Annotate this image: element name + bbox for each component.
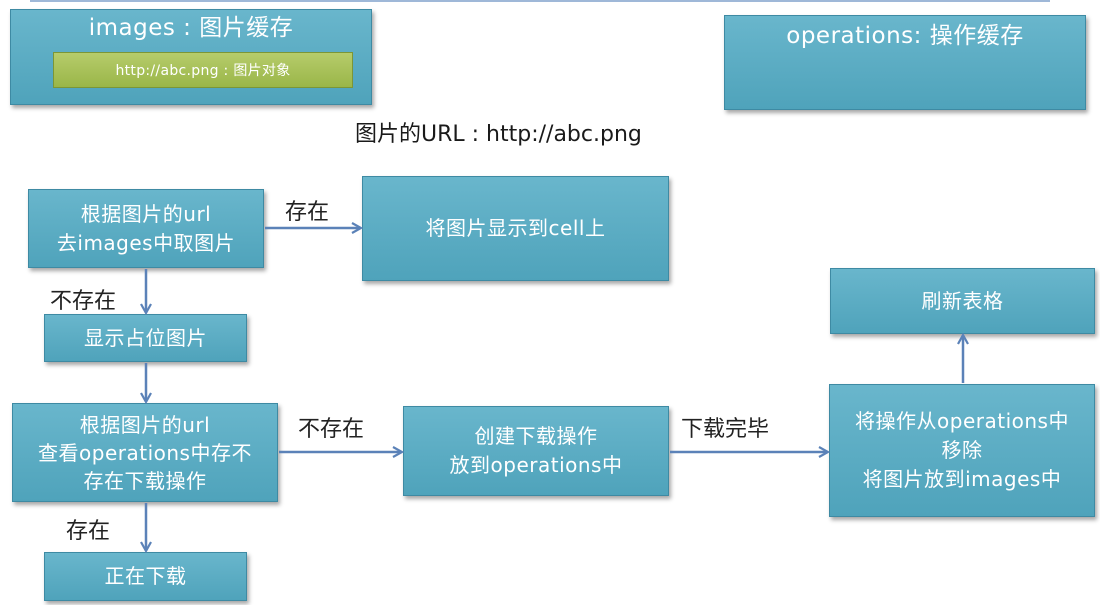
image-object-entry: http://abc.png : 图片对象 xyxy=(53,52,353,88)
top-rule xyxy=(30,0,1050,2)
node-refresh-table: 刷新表格 xyxy=(830,268,1095,334)
operations-cache-box: operations: 操作缓存 xyxy=(724,15,1086,110)
edge-label-download-done: 下载完毕 xyxy=(681,417,770,442)
node-lookup-images-text: 根据图片的url 去images中取图片 xyxy=(56,201,236,255)
node-downloading: 正在下载 xyxy=(44,552,247,601)
edge-label-exists-1: 存在 xyxy=(285,200,330,225)
image-object-label: http://abc.png : 图片对象 xyxy=(115,63,291,79)
edge-label-exists-2: 存在 xyxy=(66,519,111,544)
node-check-operations: 根据图片的url 查看operations中存不 存在下载操作 xyxy=(12,403,278,502)
node-lookup-images: 根据图片的url 去images中取图片 xyxy=(28,189,264,268)
images-cache-title: images : 图片缓存 xyxy=(88,15,294,41)
node-on-finish-text: 将操作从operations中 移除 将图片放到images中 xyxy=(855,409,1069,491)
node-create-operation-text: 创建下载操作 放到operations中 xyxy=(449,424,623,477)
node-show-in-cell: 将图片显示到cell上 xyxy=(362,176,669,281)
url-caption: 图片的URL : http://abc.png xyxy=(355,122,642,147)
edge-label-not-exists-2: 不存在 xyxy=(298,417,365,442)
node-show-placeholder-text: 显示占位图片 xyxy=(84,325,207,350)
node-downloading-text: 正在下载 xyxy=(104,564,187,588)
node-refresh-table-text: 刷新表格 xyxy=(921,288,1004,313)
node-on-finish: 将操作从operations中 移除 将图片放到images中 xyxy=(829,384,1095,517)
edge-label-not-exists-1: 不存在 xyxy=(50,289,117,314)
node-check-operations-text: 根据图片的url 查看operations中存不 存在下载操作 xyxy=(38,412,252,493)
node-show-in-cell-text: 将图片显示到cell上 xyxy=(425,216,606,240)
operations-cache-title: operations: 操作缓存 xyxy=(786,23,1024,49)
node-create-operation: 创建下载操作 放到operations中 xyxy=(403,406,669,496)
